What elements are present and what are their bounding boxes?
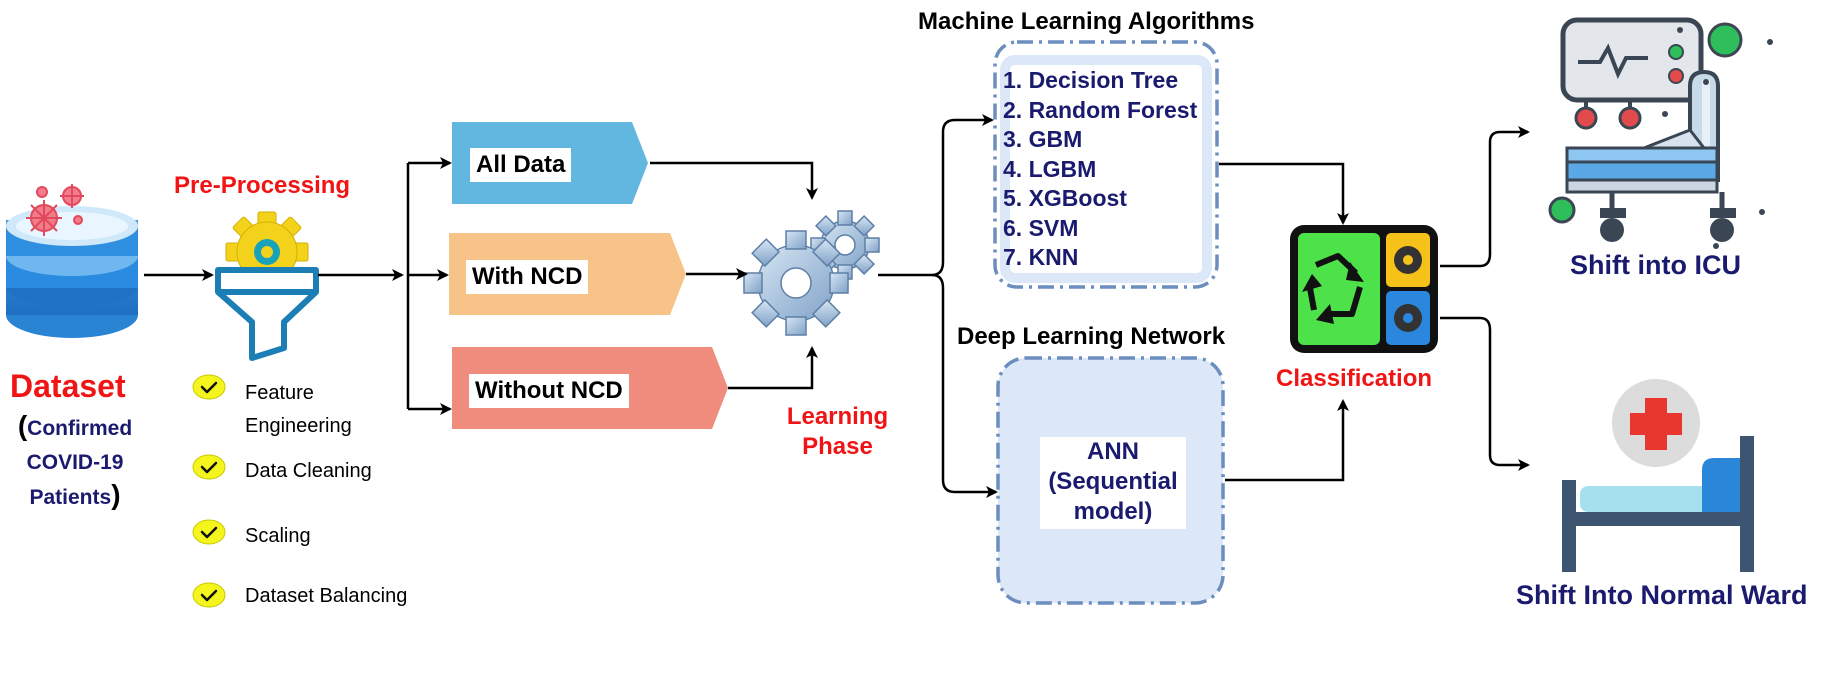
recycle-icon bbox=[1290, 225, 1438, 353]
dl-title: Deep Learning Network bbox=[957, 323, 1226, 350]
funnel-icon bbox=[215, 267, 319, 361]
ml-item-gbm: 3. GBM bbox=[1003, 126, 1083, 152]
outcome-ward-label: Shift Into Normal Ward bbox=[1516, 580, 1808, 610]
classification-title: Classification bbox=[1276, 365, 1433, 392]
preprocessing-step-1a: Feature bbox=[245, 382, 314, 404]
ml-item-random-forest: 2. Random Forest bbox=[1003, 96, 1198, 123]
split-without-ncd-label: Without NCD bbox=[469, 374, 629, 408]
dataset-paren-open: ( bbox=[17, 410, 28, 441]
hospital-bed-icon bbox=[1562, 379, 1754, 572]
icu-bed-icon bbox=[1548, 17, 1773, 249]
cogs-icon bbox=[743, 210, 880, 336]
dataset-paren-close: ) bbox=[111, 479, 121, 510]
split-with-ncd-label: With NCD bbox=[466, 260, 589, 294]
dl-model-line2: (Sequential bbox=[1048, 468, 1178, 495]
ml-item-knn: 7. KNN bbox=[1003, 244, 1079, 270]
medical-cross-icon bbox=[1630, 398, 1682, 450]
check-icons bbox=[192, 374, 226, 608]
learning-phase-line1: Learning bbox=[786, 403, 889, 430]
ml-item-xgboost: 5. XGBoost bbox=[1003, 185, 1127, 211]
dataset-subtitle: (Confirmed COVID-19 Patients) bbox=[10, 410, 140, 516]
dataset-line2: COVID-19 bbox=[26, 451, 124, 474]
ml-item-decision-tree: 1. Decision Tree bbox=[1003, 67, 1179, 93]
preprocessing-step-4: Dataset Balancing bbox=[245, 585, 408, 607]
database-icon bbox=[6, 206, 138, 338]
dataset-line1: Confirmed bbox=[27, 417, 133, 440]
dl-model-line1: ANN bbox=[1087, 438, 1139, 465]
dataset-title: Dataset bbox=[10, 368, 126, 404]
preprocessing-title: Pre-Processing bbox=[174, 172, 351, 199]
ml-algorithm-list: 1. Decision Tree 2. Random Forest 3. GBM… bbox=[1003, 66, 1197, 273]
ml-item-lgbm: 4. LGBM bbox=[1003, 155, 1097, 182]
outcome-icu-label: Shift into ICU bbox=[1570, 250, 1741, 280]
ml-title: Machine Learning Algorithms bbox=[918, 8, 1255, 35]
preprocessing-step-2: Data Cleaning bbox=[245, 460, 372, 482]
learning-phase-line2: Phase bbox=[802, 433, 873, 460]
preprocessing-step-1b: Engineering bbox=[245, 415, 352, 437]
dl-model-line3: model) bbox=[1073, 498, 1153, 525]
flow-connectors bbox=[144, 114, 1530, 498]
learning-phase-label: Learning Phase bbox=[760, 402, 915, 462]
dataset-line3: Patients bbox=[29, 486, 112, 509]
preprocessing-step-3: Scaling bbox=[245, 525, 311, 547]
split-all-data-label: All Data bbox=[470, 148, 572, 182]
ml-item-svm: 6. SVM bbox=[1003, 214, 1079, 241]
virus-icon bbox=[26, 184, 84, 236]
dl-model-label: ANN (Sequential model) bbox=[1032, 437, 1194, 527]
